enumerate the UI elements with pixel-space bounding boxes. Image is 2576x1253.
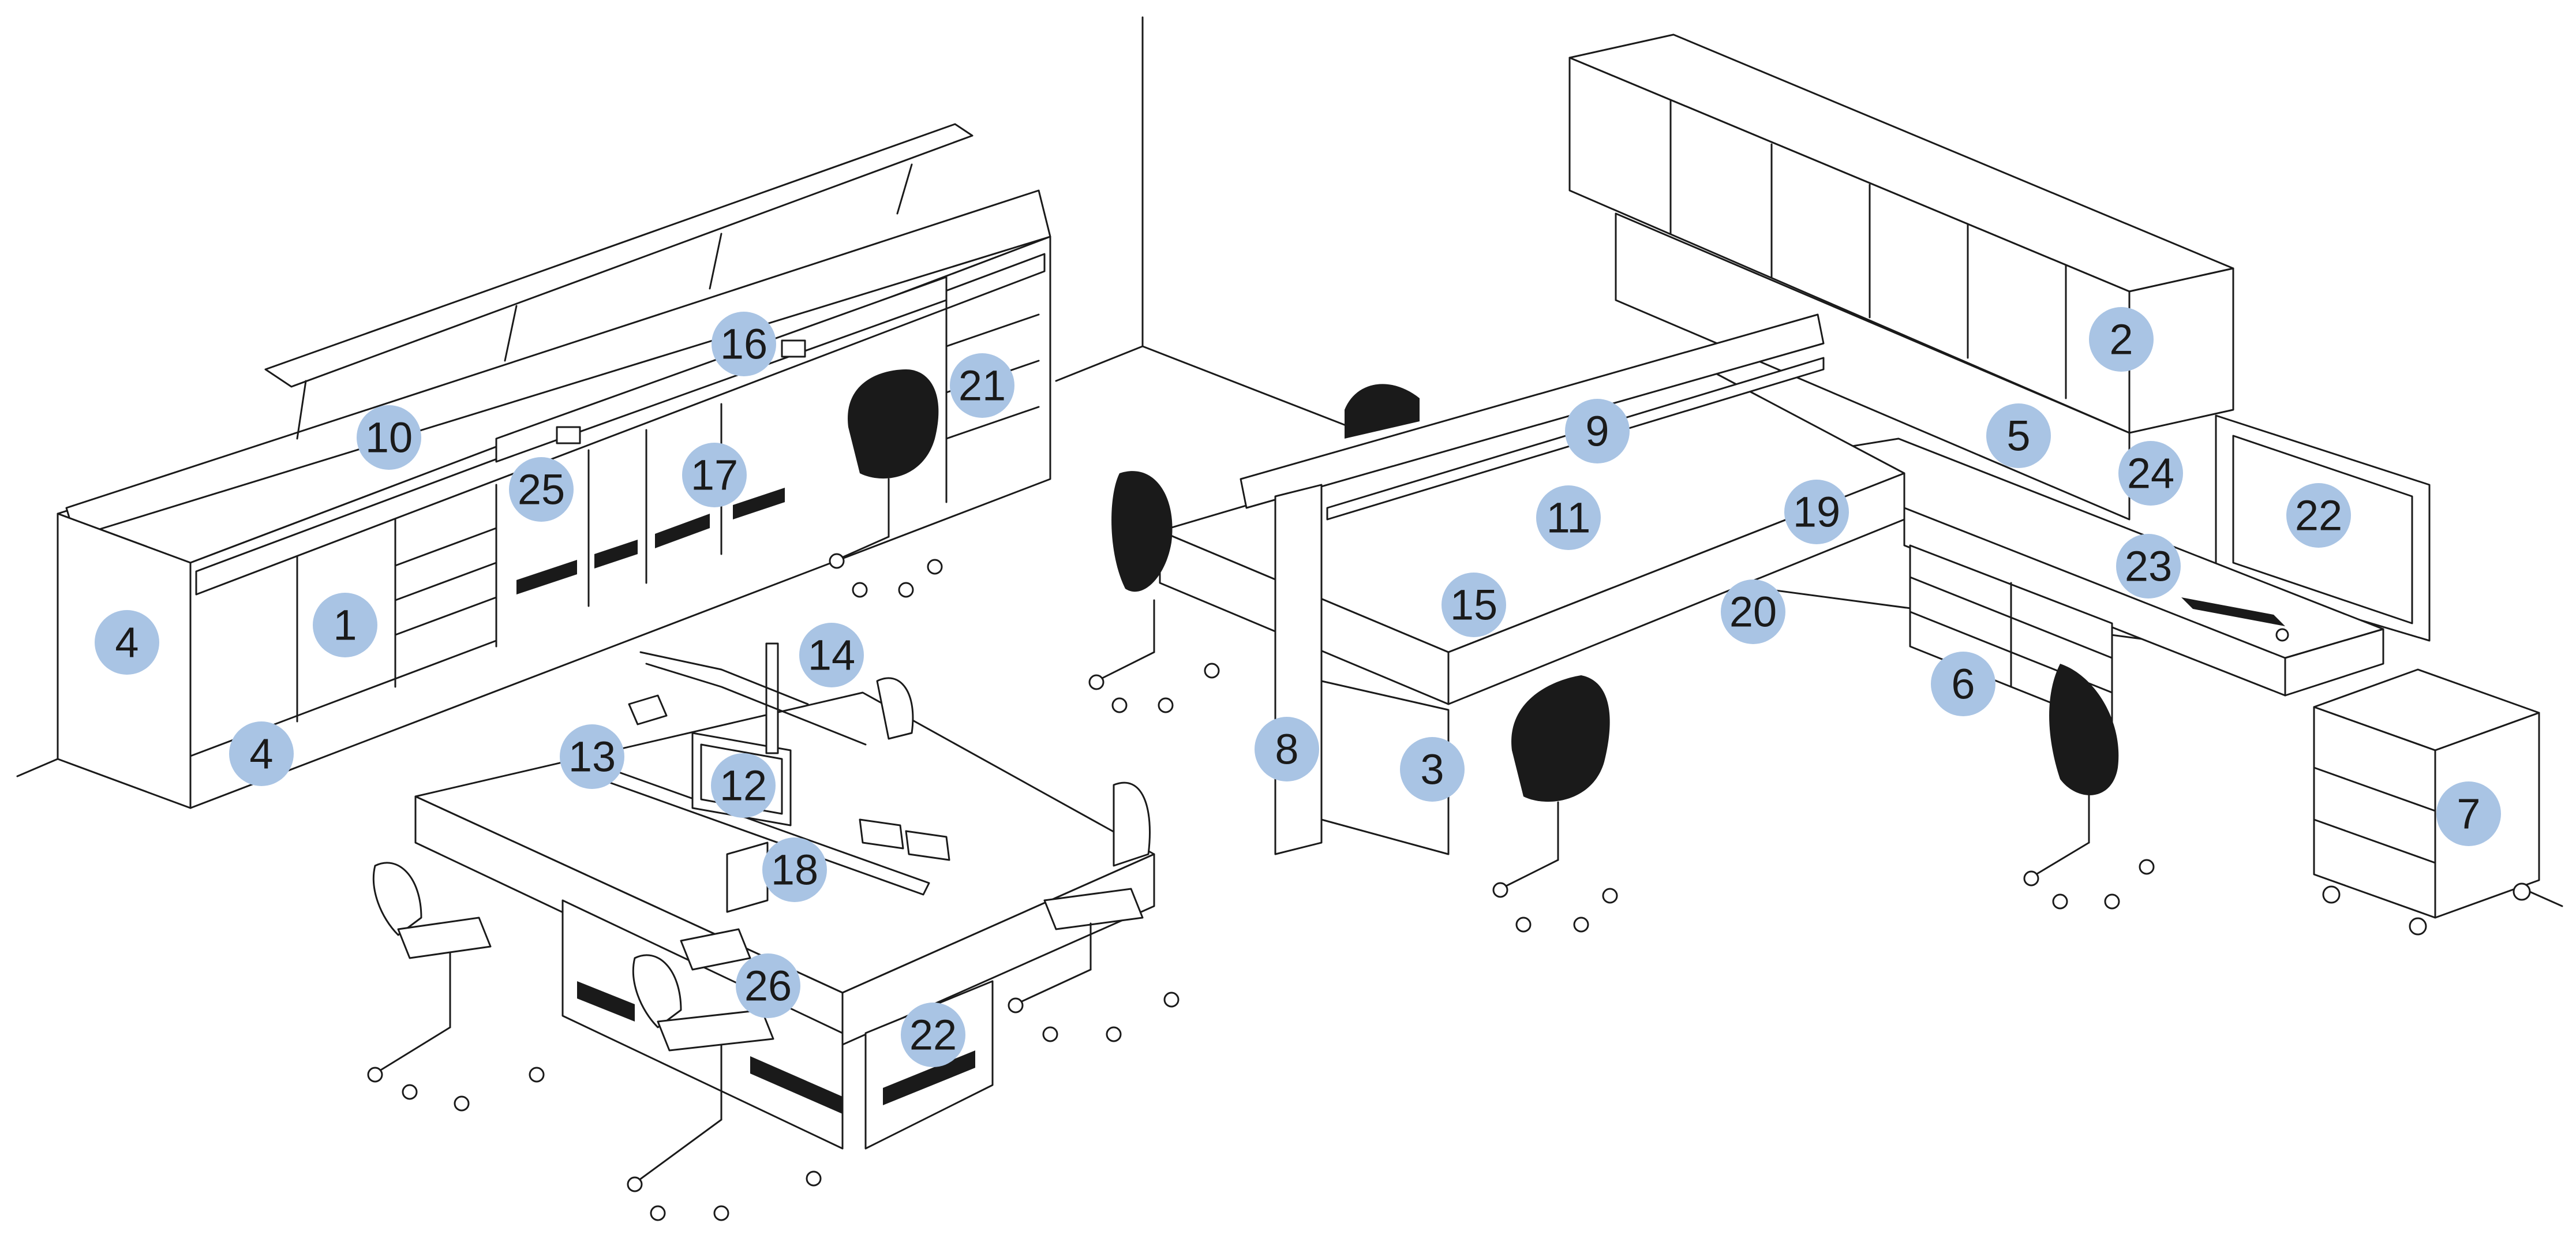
marker-1: 1 xyxy=(313,593,377,657)
marker-10: 10 xyxy=(357,405,421,470)
office-chair-icon xyxy=(1088,471,1220,713)
marker-16: 16 xyxy=(712,312,776,376)
marker-25: 25 xyxy=(509,457,574,522)
marker-7: 7 xyxy=(2436,781,2501,846)
office-chair-icon xyxy=(1492,675,1618,933)
marker-8: 8 xyxy=(1255,717,1319,781)
marker-19: 19 xyxy=(1784,480,1849,544)
svg-text:7: 7 xyxy=(2457,790,2480,838)
svg-text:17: 17 xyxy=(691,451,738,499)
marker-9: 9 xyxy=(1565,399,1630,463)
lab-stool-icon xyxy=(367,862,545,1112)
marker-21: 21 xyxy=(950,353,1014,418)
lab-stool-icon xyxy=(627,954,822,1221)
svg-text:18: 18 xyxy=(771,846,818,894)
marker-15: 15 xyxy=(1441,573,1506,637)
marker-2: 2 xyxy=(2089,307,2154,372)
svg-text:6: 6 xyxy=(1951,660,1975,708)
svg-text:13: 13 xyxy=(568,733,616,781)
marker-14: 14 xyxy=(799,623,864,687)
svg-text:26: 26 xyxy=(744,962,792,1010)
svg-text:5: 5 xyxy=(2006,412,2030,460)
office-chair-icon xyxy=(829,369,943,598)
svg-text:1: 1 xyxy=(333,601,357,649)
marker-4-base: 4 xyxy=(229,721,294,786)
svg-text:19: 19 xyxy=(1793,488,1840,536)
svg-text:2: 2 xyxy=(2109,316,2133,364)
svg-text:14: 14 xyxy=(808,631,855,679)
svg-text:4: 4 xyxy=(115,619,138,667)
marker-22-monitor: 22 xyxy=(2286,483,2351,548)
svg-text:9: 9 xyxy=(1585,407,1609,455)
marker-23: 23 xyxy=(2116,534,2181,599)
svg-text:4: 4 xyxy=(249,730,273,778)
svg-text:22: 22 xyxy=(909,1011,957,1059)
lab-stool-icon xyxy=(1008,781,1180,1042)
svg-text:20: 20 xyxy=(1729,588,1777,636)
svg-text:8: 8 xyxy=(1275,725,1298,773)
marker-3: 3 xyxy=(1400,737,1465,802)
marker-26: 26 xyxy=(736,953,800,1018)
office-chair-icon xyxy=(1345,384,1420,439)
svg-text:25: 25 xyxy=(518,466,565,514)
marker-5: 5 xyxy=(1986,403,2051,468)
svg-text:3: 3 xyxy=(1420,746,1444,794)
svg-text:24: 24 xyxy=(2127,450,2174,498)
svg-text:11: 11 xyxy=(1547,494,1591,542)
lab-stool-icon xyxy=(876,677,914,740)
marker-24: 24 xyxy=(2118,441,2183,506)
svg-text:15: 15 xyxy=(1450,581,1497,629)
marker-17: 17 xyxy=(682,443,747,507)
svg-text:12: 12 xyxy=(720,762,767,810)
right-workstation xyxy=(1159,33,2540,936)
marker-13: 13 xyxy=(560,724,624,789)
svg-text:16: 16 xyxy=(720,320,767,368)
svg-text:23: 23 xyxy=(2125,543,2172,590)
marker-12: 12 xyxy=(711,753,776,818)
svg-text:22: 22 xyxy=(2295,492,2342,540)
marker-22-island: 22 xyxy=(901,1003,965,1067)
svg-text:21: 21 xyxy=(958,362,1006,410)
marker-18: 18 xyxy=(762,837,827,902)
svg-text:10: 10 xyxy=(365,414,413,462)
marker-6: 6 xyxy=(1931,652,1995,716)
office-chair-icon xyxy=(2023,664,2155,910)
marker-4-end-panel: 4 xyxy=(95,610,159,675)
marker-20: 20 xyxy=(1721,579,1785,644)
marker-11: 11 xyxy=(1536,485,1601,550)
